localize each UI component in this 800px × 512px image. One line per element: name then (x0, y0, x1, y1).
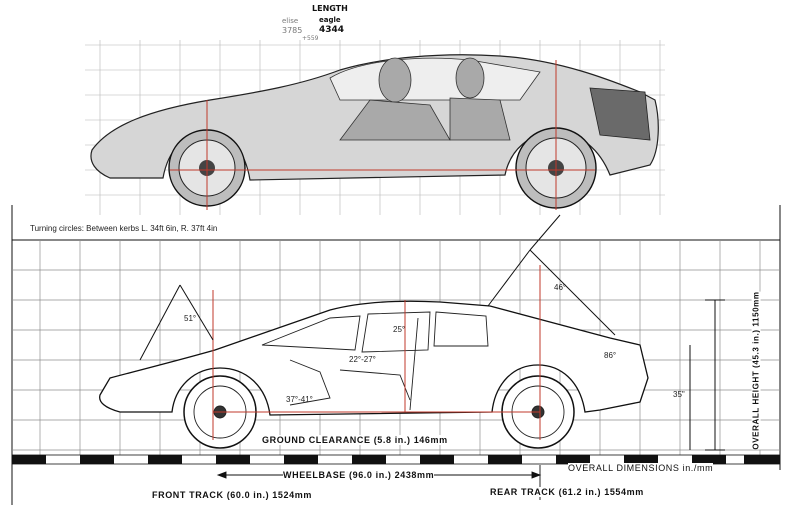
eagle-name: eagle (319, 16, 341, 24)
rear-height-value: 35" (673, 390, 685, 399)
turning-circles-text: Turning circles: Between kerbs L. 34ft 6… (30, 224, 218, 233)
overall-height-label: OVERALL HEIGHT (45.3 in.) 1150mm (751, 291, 761, 450)
angle-pedal-range: 22°-27° (349, 355, 376, 364)
angle-windscreen: 25° (393, 325, 406, 334)
overall-dimensions-label: OVERALL DIMENSIONS in./mm (568, 463, 714, 473)
checker-scale (12, 455, 780, 464)
front-track-label: FRONT TRACK (60.0 in.) 1524mm (152, 490, 312, 500)
angle-bonnet: 51° (184, 314, 197, 323)
angle-rear-glass: 86° (604, 351, 617, 360)
ground-clearance-label: GROUND CLEARANCE (5.8 in.) 146mm (262, 435, 448, 445)
rear-track-label: REAR TRACK (61.2 in.) 1554mm (490, 487, 644, 497)
elise-length: 3785 (282, 26, 303, 35)
elise-name: elise (282, 17, 299, 25)
angle-rear-hatch: 46° (554, 283, 567, 292)
wheelbase-label: WHEELBASE (96.0 in.) 2438mm (283, 470, 435, 480)
angle-seat-range: 37°-41° (286, 395, 313, 404)
eagle-length: 4344 (319, 25, 345, 35)
side-reference-lines (212, 265, 541, 440)
length-difference: +559 (302, 35, 319, 42)
length-title: LENGTH (312, 4, 348, 13)
angle-leaders (139, 214, 725, 451)
top-car-silhouette (90, 54, 659, 210)
side-car-outline (99, 300, 649, 416)
